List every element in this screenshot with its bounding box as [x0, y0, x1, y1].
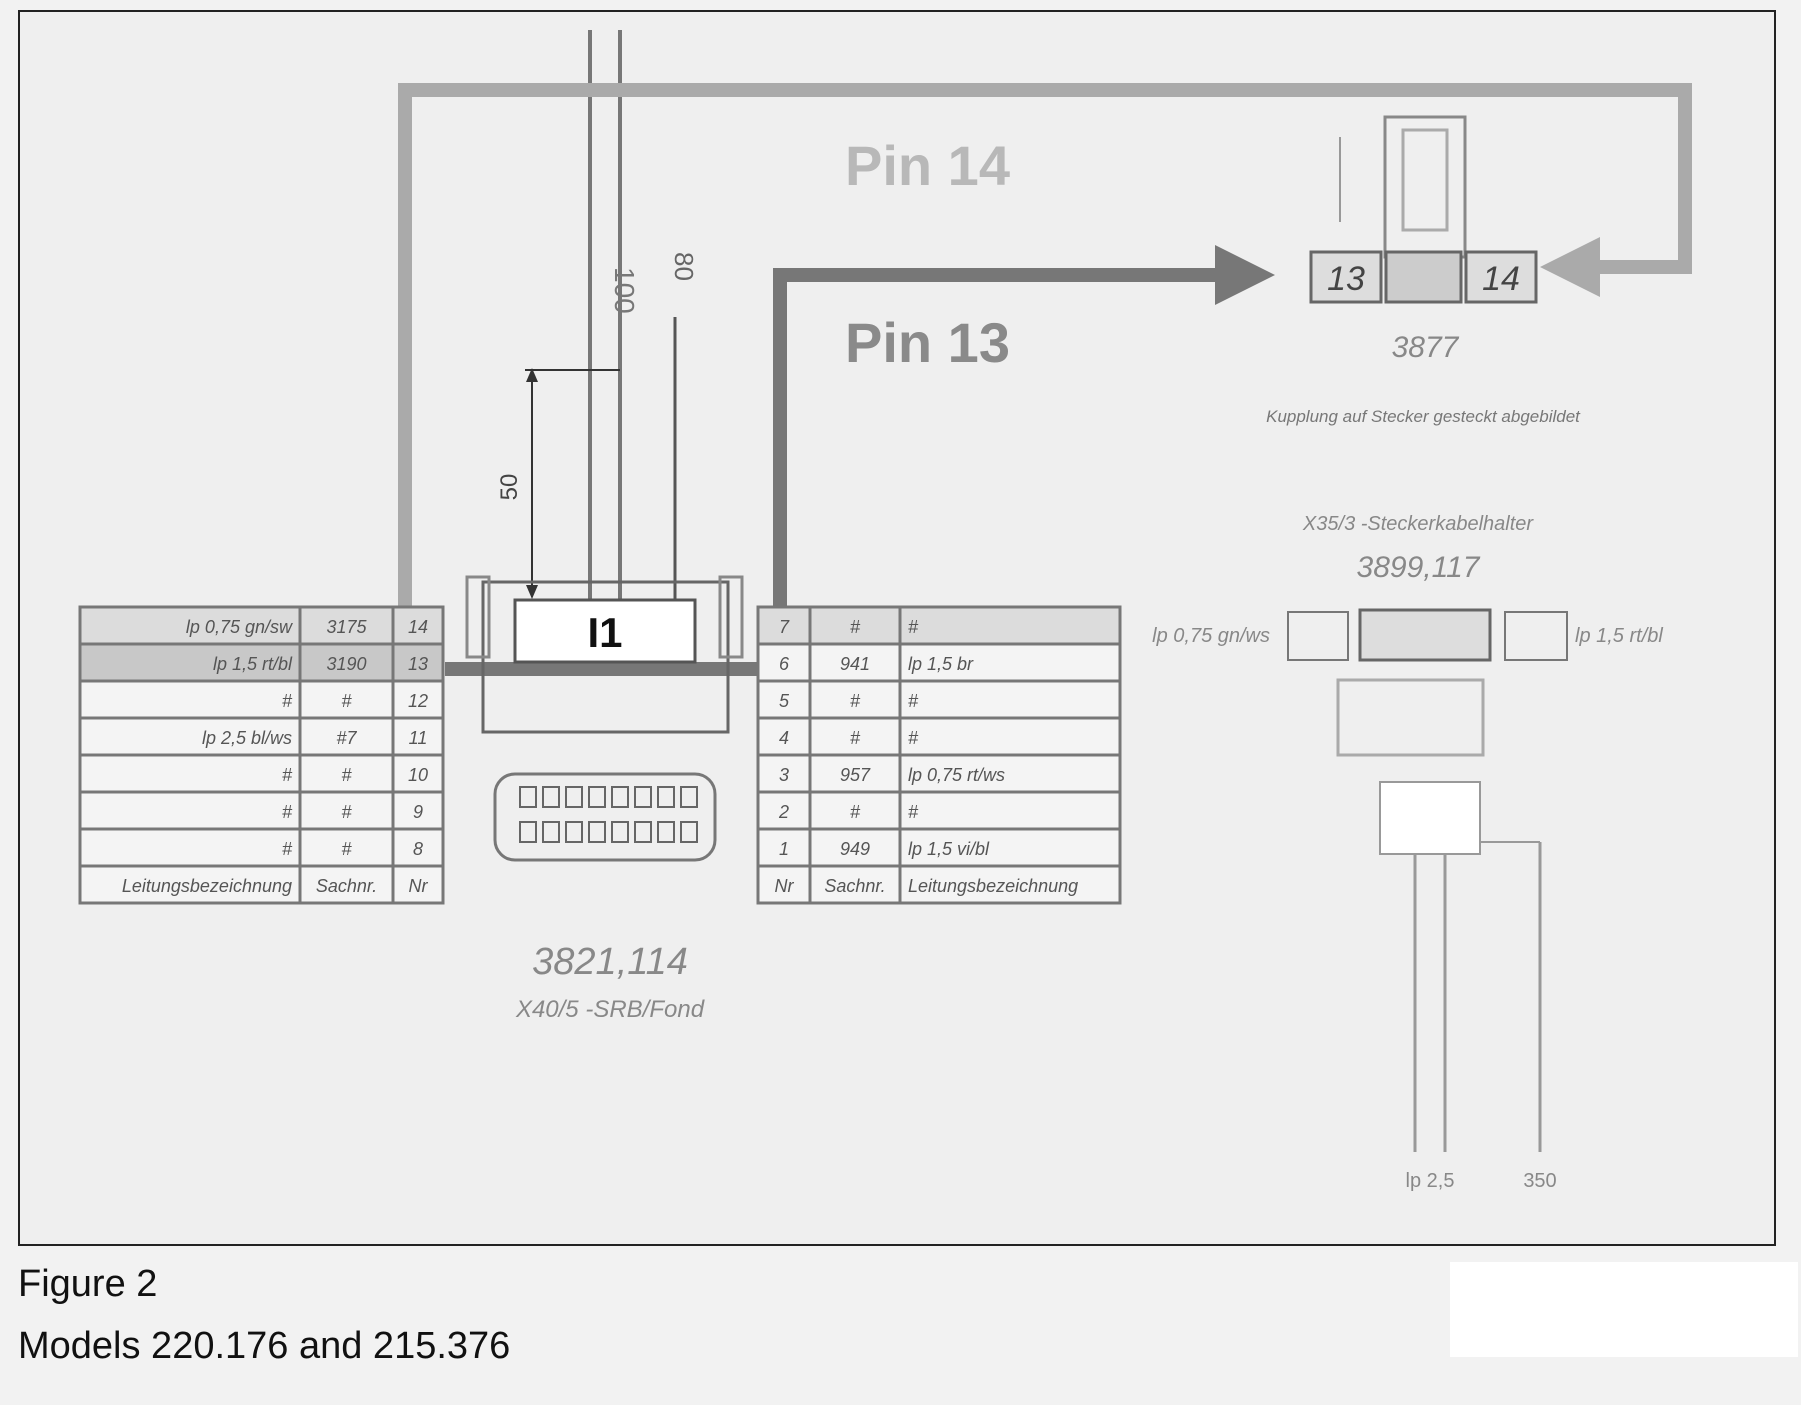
table-cell: 9 — [413, 802, 423, 822]
figure-caption-title: Figure 2 — [18, 1263, 158, 1305]
table-cell: 3175 — [326, 617, 367, 637]
table-cell: 1 — [779, 839, 789, 859]
table-row — [756, 679, 1122, 720]
table-cell: # — [908, 728, 919, 748]
main-connector-label: I1 — [587, 609, 622, 656]
table-cell: 7 — [779, 617, 790, 637]
connector-pin-grid — [519, 786, 698, 843]
pin-box-left-label: 13 — [1327, 260, 1365, 298]
lower-connector — [1287, 608, 1568, 1152]
bottom-wire-b: 350 — [1523, 1170, 1556, 1192]
table-cell: # — [908, 617, 919, 637]
table-cell: # — [341, 765, 352, 785]
upper-wire-bundle — [588, 30, 677, 602]
table-cell: lp 0,75 rt/ws — [908, 765, 1005, 785]
bottom-wire-a: lp 2,5 — [1406, 1170, 1455, 1192]
right-connector-note: Kupplung auf Stecker gesteckt abgebildet — [1266, 407, 1581, 426]
table-cell: #7 — [336, 728, 357, 748]
dim-vertical-label: 50 — [496, 474, 523, 501]
pin13-box — [1309, 250, 1383, 304]
figure-caption-models: Models 220.176 and 215.376 — [18, 1325, 511, 1367]
table-row — [78, 605, 445, 646]
right-pin-table: 7 # #6 941 lp 1,5 br 5 # #4 # #3 957 lp 0,75 rt/ws 2… — [756, 605, 1122, 905]
table-row — [756, 790, 1122, 831]
middle-pin-box — [1384, 250, 1463, 304]
table-cell: 3190 — [326, 654, 366, 674]
table-cell: 6 — [779, 654, 790, 674]
left-pin-table: lp 0,75 gn/sw 3175 14 lp 1,5 rt/bl 3190 13 # #1… — [78, 605, 445, 905]
wiring-diagram: 100 80 50 Pin 14 Pin 13 — [78, 30, 1692, 1192]
table-cell: 4 — [779, 728, 789, 748]
table-cell: 949 — [840, 839, 870, 859]
table-row — [756, 605, 1122, 646]
table-row — [78, 827, 445, 868]
table-row — [756, 827, 1122, 868]
lower-wire-left: lp 0,75 gn/ws — [1152, 625, 1270, 647]
main-connector-part: 3821,114 — [532, 941, 688, 983]
table-cell: # — [282, 839, 293, 859]
table-cell: # — [908, 691, 919, 711]
table-row — [78, 753, 445, 794]
table-cell: 12 — [408, 691, 428, 711]
table-cell: 957 — [840, 765, 871, 785]
table-cell: lp 1,5 vi/bl — [908, 839, 990, 859]
diagram-frame: 100 80 50 Pin 14 Pin 13 — [18, 10, 1776, 1246]
table-cell: # — [850, 617, 861, 637]
table-cell: Nr — [409, 876, 429, 896]
table-cell: # — [908, 802, 919, 822]
dim-top-b-label: 80 — [669, 252, 699, 281]
main-connector — [465, 575, 744, 862]
pin14-wire — [398, 83, 1692, 632]
right-connector-part: 3877 — [1392, 331, 1460, 364]
table-cell: # — [850, 728, 861, 748]
table-cell: lp 1,5 br — [908, 654, 974, 674]
table-cell: 11 — [409, 728, 428, 748]
table-cell: 5 — [779, 691, 790, 711]
pin14-box — [1464, 250, 1538, 304]
table-cell: # — [341, 691, 352, 711]
table-cell: Sachnr. — [824, 876, 885, 896]
table-cell: # — [341, 839, 352, 859]
table-row — [756, 642, 1122, 683]
table-cell: # — [282, 691, 293, 711]
dim-top-a-label: 100 — [609, 267, 640, 314]
blank-area — [1450, 1262, 1798, 1357]
table-cell: 2 — [778, 802, 789, 822]
lower-wire-right: lp 1,5 rt/bl — [1575, 625, 1663, 647]
pin13-label: Pin 13 — [845, 311, 1010, 374]
table-cell: 3 — [779, 765, 789, 785]
main-connector-sub: X40/5 -SRB/Fond — [515, 996, 705, 1023]
table-cell: 13 — [408, 654, 428, 674]
pin13-wire — [445, 245, 1275, 676]
lower-connector-title: X35/3 -Steckerkabelhalter — [1302, 513, 1534, 535]
table-cell: lp 0,75 gn/sw — [186, 617, 293, 637]
table-cell: 8 — [413, 839, 423, 859]
right-connector — [1309, 115, 1538, 304]
dimension-marker — [525, 368, 620, 599]
table-cell: Nr — [775, 876, 795, 896]
table-row — [78, 790, 445, 831]
table-cell: lp 1,5 rt/bl — [213, 654, 293, 674]
table-cell: 941 — [840, 654, 870, 674]
table-cell: # — [850, 691, 861, 711]
table-cell: Sachnr. — [316, 876, 377, 896]
table-cell: 14 — [408, 617, 428, 637]
table-row — [78, 716, 445, 757]
table-cell: # — [282, 765, 293, 785]
table-cell: # — [850, 802, 861, 822]
table-cell: Leitungsbezeichnung — [122, 876, 292, 896]
table-cell: 10 — [408, 765, 428, 785]
lower-connector-part: 3899,117 — [1357, 551, 1481, 584]
table-cell: lp 2,5 bl/ws — [202, 728, 292, 748]
table-row — [756, 716, 1122, 757]
table-cell: # — [341, 802, 352, 822]
pin14-label: Pin 14 — [845, 134, 1010, 197]
table-row — [78, 679, 445, 720]
table-row — [78, 864, 445, 905]
table-cell: Leitungsbezeichnung — [908, 876, 1078, 896]
table-cell: # — [282, 802, 293, 822]
pin-box-right-label: 14 — [1482, 260, 1520, 298]
table-row — [756, 864, 1122, 905]
